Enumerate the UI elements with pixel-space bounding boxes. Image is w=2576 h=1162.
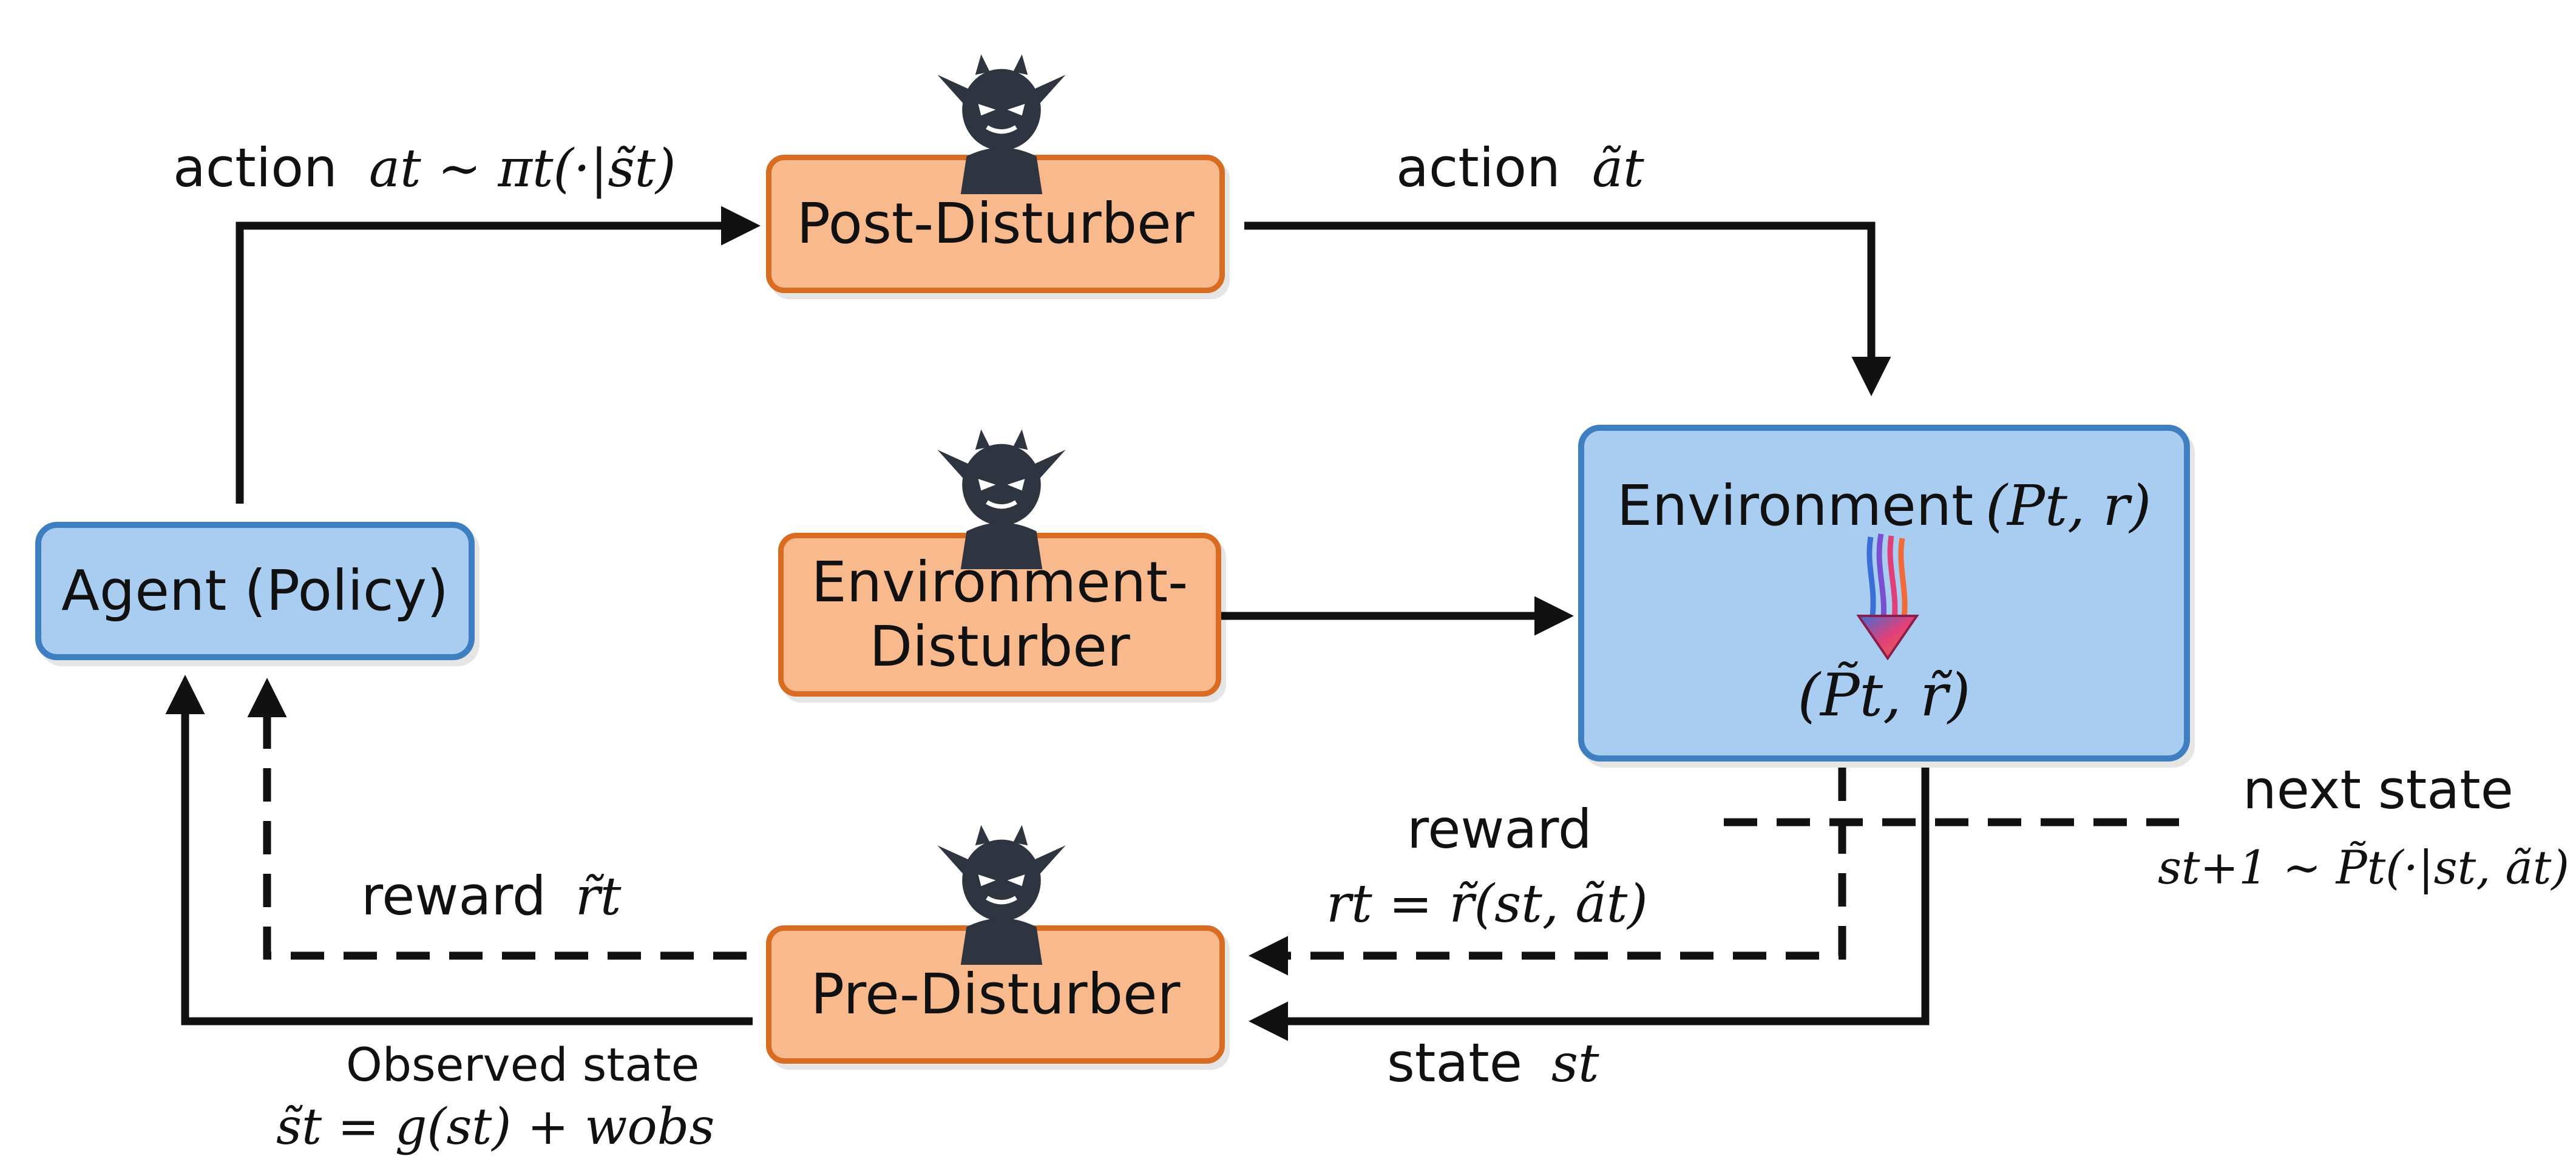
- edge-environment-reward-to-pre-disturber: [1249, 768, 1846, 976]
- agent-policy-box: Agent (Policy): [35, 522, 475, 660]
- next-state-label: next state: [2243, 758, 2513, 821]
- environment-disturber-label-line2: Disturber: [869, 614, 1130, 679]
- disturbed-reward-word: reward: [361, 865, 546, 927]
- environment-box: Environment (Pt, r) (P̃t, r̃): [1578, 425, 2190, 762]
- env-state-label: state st: [1387, 1032, 1599, 1094]
- disturbed-reward-math: r̃t: [575, 866, 622, 927]
- devil-icon: [937, 429, 1066, 569]
- agent-action-math: at ∼ πt(·|s̃t): [368, 138, 676, 199]
- env-state-word: state: [1387, 1032, 1522, 1094]
- edge-environment-state-to-pre-disturber: [1249, 768, 1930, 1041]
- observed-state-label: Observed state: [346, 1038, 700, 1092]
- disturbed-action-label: action ãt: [1396, 137, 1644, 199]
- edge-pre-disturber-reward-to-agent: [247, 678, 747, 960]
- agent-action-word: action: [173, 137, 337, 199]
- next-state-math: st+1 ∼ P̃t(·|st, ãt): [2158, 840, 2570, 894]
- environment-perturbed-params: (P̃t, r̃): [1797, 661, 1971, 729]
- observed-state-math: s̃t = g(st) + wobs: [276, 1098, 715, 1156]
- disturbed-action-word: action: [1396, 137, 1561, 199]
- edge-agent-to-post-disturber: [236, 206, 761, 504]
- disturbed-reward-label: reward r̃t: [361, 865, 621, 927]
- environment-params: (Pt, r): [1985, 473, 2152, 538]
- disturbed-action-math: ãt: [1591, 138, 1644, 199]
- perturbation-arrow-icon: [1856, 533, 1919, 661]
- env-reward-label: reward: [1407, 798, 1592, 860]
- edge-pre-disturber-state-to-agent: [165, 675, 753, 1025]
- env-reward-math: rt = r̃(st, ãt): [1326, 874, 1648, 934]
- pre-disturber-label: Pre-Disturber: [810, 962, 1181, 1027]
- post-disturber-label: Post-Disturber: [796, 191, 1195, 257]
- agent-action-label: action at ∼ πt(·|s̃t): [173, 137, 676, 199]
- environment-label: Environment: [1616, 473, 1974, 538]
- devil-icon: [937, 54, 1066, 194]
- agent-policy-label: Agent (Policy): [61, 558, 449, 624]
- env-state-math: st: [1551, 1033, 1599, 1094]
- edge-post-disturber-to-environment: [1244, 221, 1891, 396]
- devil-icon: [937, 825, 1066, 965]
